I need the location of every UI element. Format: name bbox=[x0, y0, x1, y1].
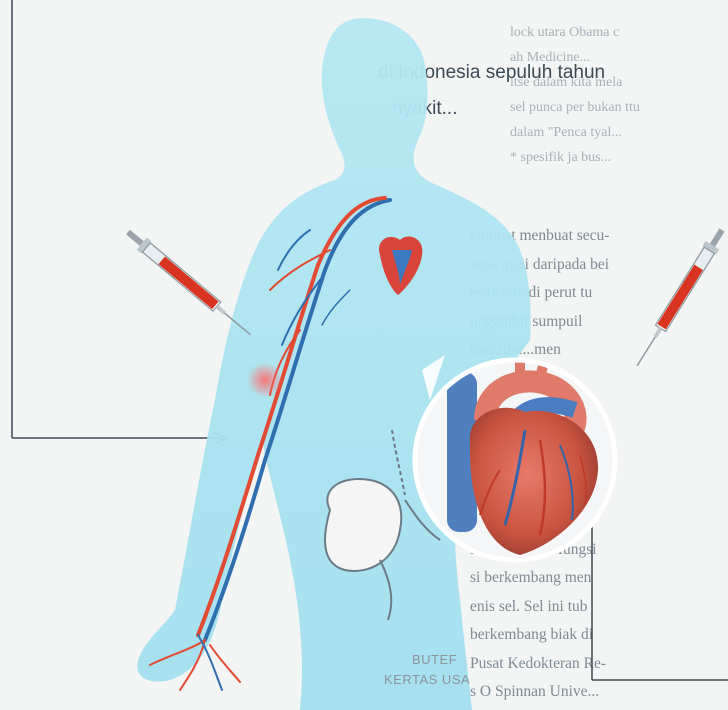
heart-zoom-circle bbox=[415, 358, 615, 560]
body-silhouette bbox=[137, 18, 530, 710]
left-bracket-line bbox=[12, 0, 226, 444]
caption-line-1: BUTEF bbox=[412, 652, 457, 667]
syringe-icon bbox=[630, 226, 728, 370]
caption-line-2: KERTAS USA bbox=[384, 672, 470, 687]
injection-site bbox=[247, 362, 283, 398]
